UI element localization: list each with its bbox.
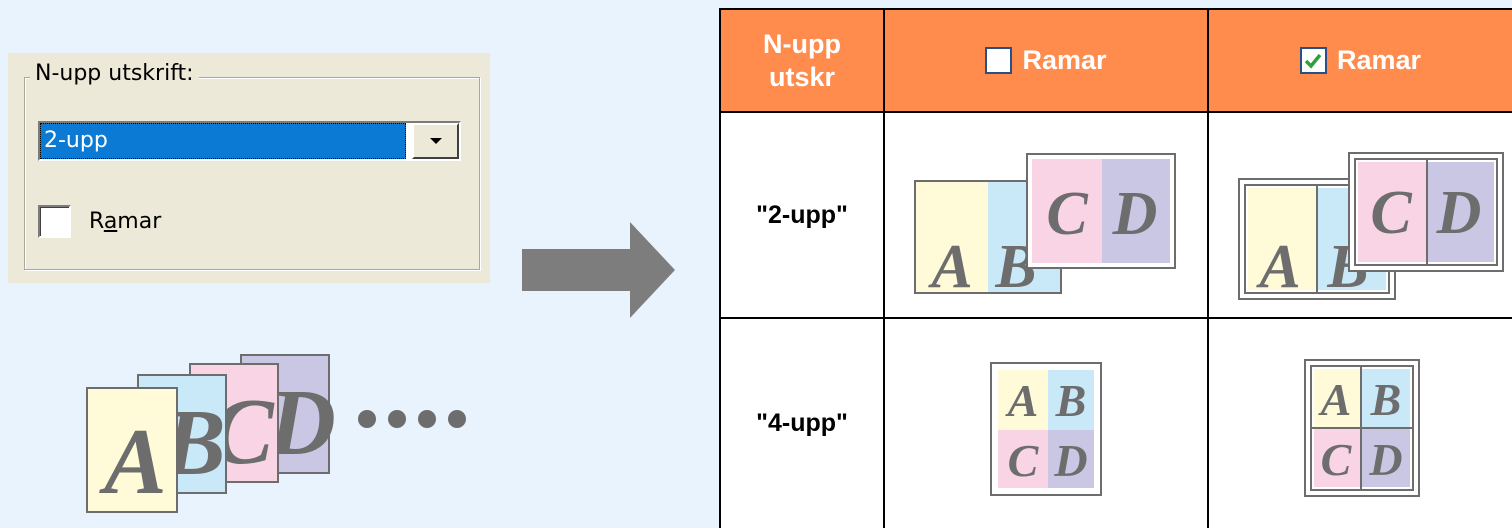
letter-c: C	[1046, 180, 1088, 248]
ellipsis-dot	[418, 410, 436, 428]
ellipsis-dot	[388, 410, 406, 428]
letter-d: D	[1369, 434, 1403, 485]
letter-d: D	[1436, 179, 1482, 247]
letter-b: B	[1055, 375, 1087, 426]
nup-comparison-table: N-upp utskr Ramar Ramar "2-upp" A B C D	[719, 8, 1512, 528]
stack-letter-a: A	[104, 410, 167, 514]
sheet-abcd: A B C D	[990, 362, 1102, 496]
stack-letter-d: D	[268, 371, 336, 475]
header-no-border: Ramar	[885, 10, 1209, 113]
ellipsis-dot	[448, 410, 466, 428]
checked-box-icon	[1299, 47, 1327, 74]
sheet-abcd-bordered: A B C D	[1310, 365, 1414, 491]
header-nup-print: N-upp utskr	[721, 10, 885, 113]
page-stack: D C B A	[86, 354, 486, 519]
sheet-cd-bordered: C D	[1354, 158, 1498, 266]
letter-a: A	[1007, 375, 1039, 426]
letter-b: B	[1370, 374, 1402, 425]
unchecked-box-icon	[985, 47, 1013, 74]
nup-groupbox	[24, 77, 480, 270]
letter-c: C	[1370, 179, 1412, 247]
nup-select[interactable]: 2-upp	[38, 121, 461, 161]
letter-a: A	[931, 233, 973, 301]
letter-c: C	[1007, 435, 1039, 486]
borders-checkbox-label[interactable]: Ramar	[89, 209, 162, 234]
cell-2up-with-border: A B C D	[1209, 113, 1512, 319]
letter-d: D	[1054, 435, 1088, 486]
letter-c: C	[1320, 434, 1352, 485]
right-arrow-icon	[522, 222, 675, 318]
cell-2up-no-border: A B C D	[885, 113, 1209, 319]
row-label-2up: "2-upp"	[721, 113, 885, 319]
borders-checkbox-row[interactable]: Ramar	[38, 205, 161, 238]
ellipsis-dot	[358, 410, 376, 428]
row-label-4up: "4-upp"	[721, 319, 885, 528]
cell-4up-with-border: A B C D	[1209, 319, 1512, 528]
letter-a: A	[1259, 233, 1301, 301]
nup-selected-value[interactable]: 2-upp	[40, 123, 406, 159]
stack-page-a: A	[86, 387, 178, 513]
cell-4up-no-border: A B C D	[885, 319, 1209, 528]
borders-checkbox[interactable]	[38, 205, 71, 238]
sheet-cd: C D	[1026, 153, 1176, 269]
header-with-border: Ramar	[1209, 10, 1512, 113]
nup-group-label: N-upp utskrift:	[30, 61, 199, 86]
letter-a: A	[1320, 374, 1352, 425]
dropdown-arrow-icon[interactable]	[412, 123, 459, 159]
letter-d: D	[1112, 180, 1158, 248]
nup-dialog-panel: N-upp utskrift: 2-upp Ramar	[8, 53, 490, 283]
